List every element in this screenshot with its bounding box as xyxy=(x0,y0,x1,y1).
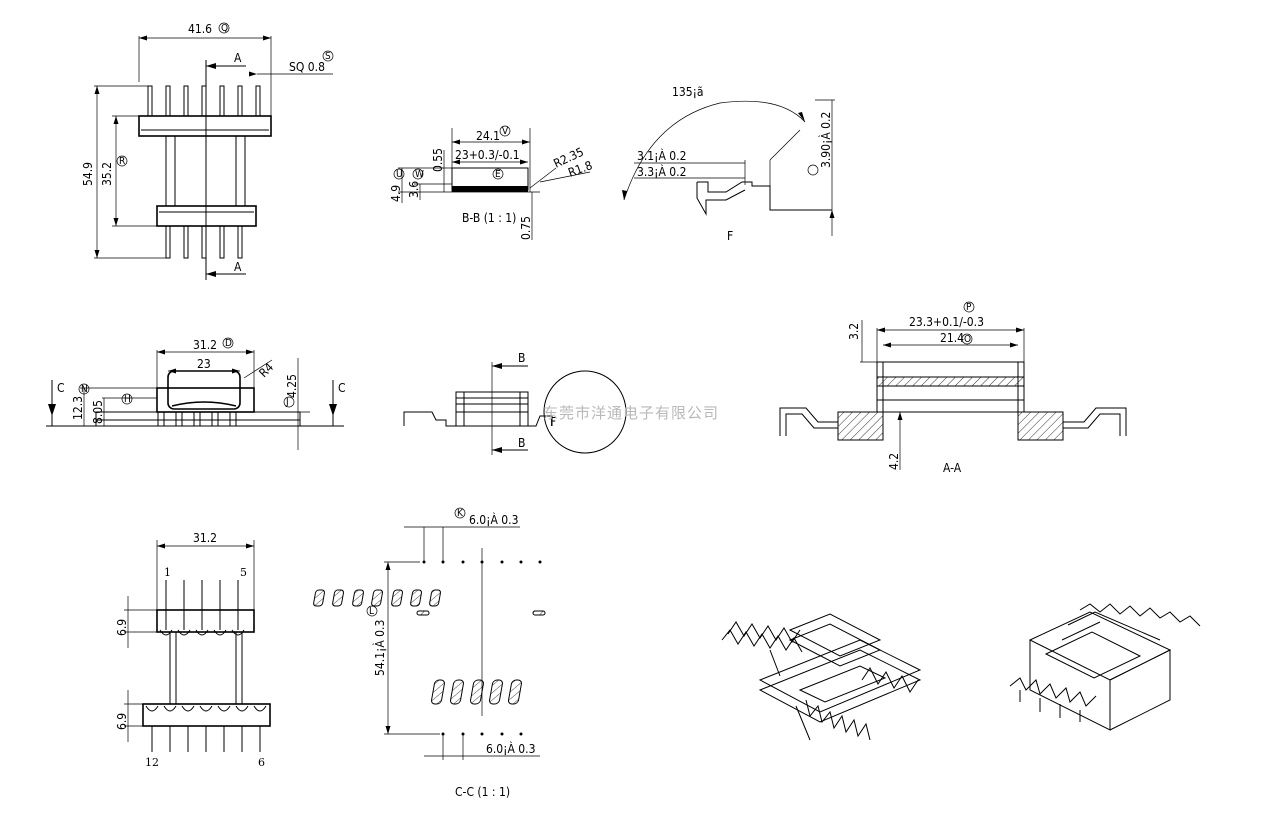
badge-v: V xyxy=(502,126,509,137)
section-a-top: A xyxy=(234,51,242,65)
badge-h: H xyxy=(124,394,131,405)
bb-t1: 0.55 xyxy=(431,148,445,172)
f-label: F xyxy=(727,229,733,243)
cc-pitch-top: 6.0¡À 0.3 xyxy=(469,512,518,527)
top-height-body: 35.2 xyxy=(100,162,114,186)
badge-l: L xyxy=(369,606,374,617)
badge-s: S xyxy=(325,51,331,62)
badge-w: W xyxy=(415,169,424,180)
badge-o: O xyxy=(964,334,971,345)
pin-label-12: 12 xyxy=(145,756,159,769)
top-width-dim: 41.6 xyxy=(188,22,212,36)
isometric-view-1 xyxy=(721,613,922,741)
section-b-bottom: B xyxy=(518,436,525,450)
detail-f-marker: F xyxy=(550,415,556,429)
badge-u: U xyxy=(396,169,403,180)
front-view: 31.2 D 23 R4 12.3 N 8.05 H 4.25 J xyxy=(46,337,346,450)
badge-e: E xyxy=(495,169,501,180)
bottom-h-top: 6.9 xyxy=(115,619,129,636)
side-view: B B F xyxy=(403,351,627,455)
top-height-total: 54.9 xyxy=(81,162,95,186)
pin-label-5: 5 xyxy=(240,566,247,579)
badge-j: J xyxy=(285,397,289,408)
cc-pitch-bottom: 6.0¡À 0.3 xyxy=(486,741,535,756)
bb-h1: 4.9 xyxy=(389,185,403,202)
bb-t2: 0.75 xyxy=(519,216,533,240)
badge-d: D xyxy=(225,338,232,349)
isometric-view-2 xyxy=(1009,603,1201,731)
section-aa: 23.3+0.1/-0.3 P 21.4 O 3.2 4.2 A-A xyxy=(779,301,1127,475)
aa-label: A-A xyxy=(943,461,962,475)
bb-width-tol: 23+0.3/-0.1 xyxy=(455,148,520,162)
cc-height: 54.1¡À 0.3 xyxy=(372,620,387,676)
section-a-bottom: A xyxy=(234,260,242,274)
badge-r: R xyxy=(119,156,125,167)
pin-label-6: 6 xyxy=(258,756,265,769)
bb-h2: 3.6 xyxy=(407,181,421,198)
pin-label-1: 1 xyxy=(164,566,171,579)
pin-size-dim: SQ 0.8 xyxy=(289,60,325,74)
detail-f: 135¡ã 3.1¡À 0.2 3.3¡À 0.2 3.90¡À 0.2 F xyxy=(622,85,835,243)
top-view: 41.6 Q A A SQ 0.8 S 54.9 35.2 R xyxy=(81,22,334,280)
f-angle: 135¡ã xyxy=(672,85,704,99)
f-dim2: 3.3¡À 0.2 xyxy=(637,164,686,179)
front-width: 31.2 xyxy=(193,338,217,352)
bottom-view: 31.2 1 5 12 6 6.9 6.9 xyxy=(115,531,271,769)
front-radius: R4 xyxy=(256,360,276,380)
aa-h-top: 3.2 xyxy=(847,323,861,340)
section-b-top: B xyxy=(518,351,525,365)
front-h-total: 12.3 xyxy=(71,396,85,420)
badge-n: N xyxy=(81,384,88,395)
front-inner: 23 xyxy=(197,357,211,371)
front-h-body: 8.05 xyxy=(91,400,105,424)
section-c-right: C xyxy=(338,381,346,395)
section-c-left: C xyxy=(57,381,65,395)
aa-width: 23.3+0.1/-0.3 xyxy=(909,315,984,329)
badge-p: P xyxy=(966,302,972,313)
bottom-h-bottom: 6.9 xyxy=(115,713,129,730)
section-cc: K 6.0¡À 0.3 54.1¡À 0.3 L xyxy=(313,507,546,799)
badge-k: K xyxy=(457,508,464,519)
bottom-width: 31.2 xyxy=(193,531,217,545)
badge-q: Q xyxy=(221,23,228,34)
f-dim1: 3.1¡À 0.2 xyxy=(637,148,686,163)
aa-h-bottom: 4.2 xyxy=(887,453,901,470)
f-dim3: 3.90¡À 0.2 xyxy=(818,112,833,168)
section-bb: 24.1 V 23+0.3/-0.1 E R2.35 R1.8 4.9 U 3.… xyxy=(389,125,594,240)
cc-label: C-C (1 : 1) xyxy=(455,785,510,799)
bb-width: 24.1 xyxy=(476,129,500,143)
front-h-side: 4.25 xyxy=(285,374,299,398)
watermark: 东莞市洋通电子有限公司 xyxy=(543,404,719,422)
bb-label: B-B (1 : 1) xyxy=(462,211,516,225)
aa-inner: 21.4 xyxy=(940,331,964,345)
